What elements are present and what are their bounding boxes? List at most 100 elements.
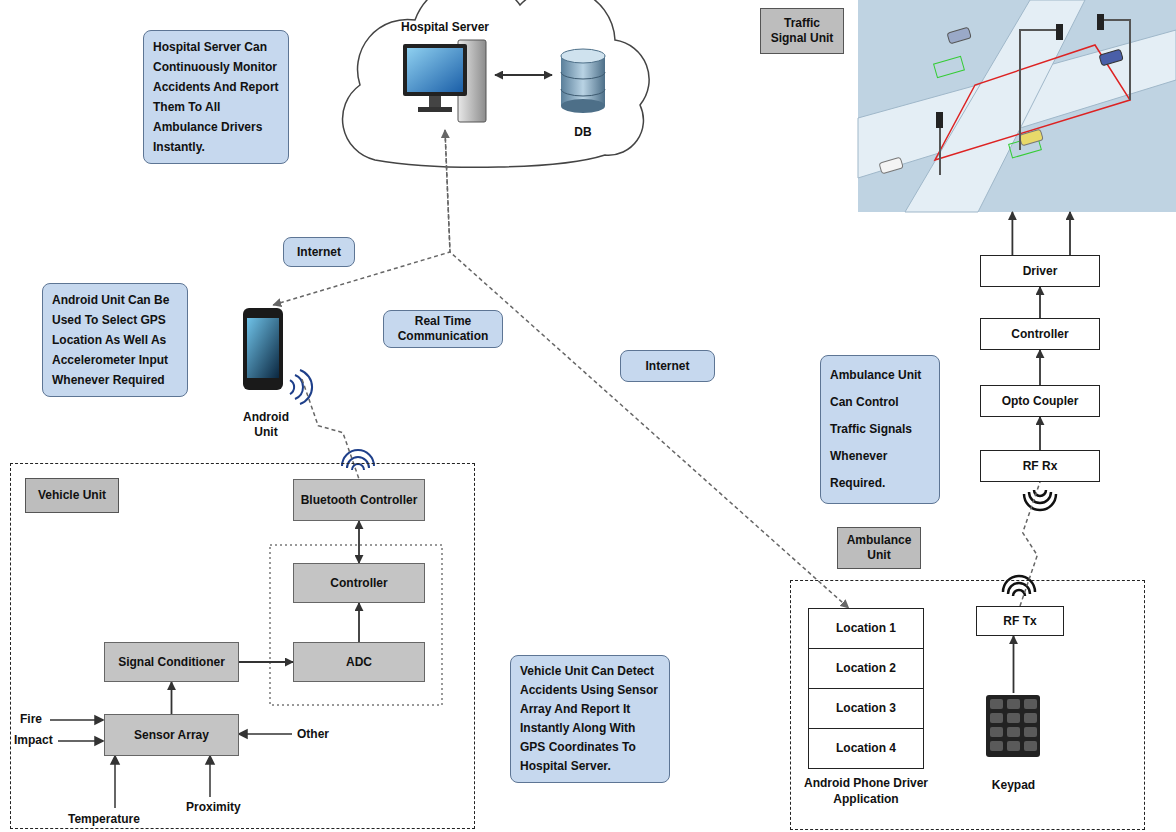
input-arrow	[245, 733, 292, 735]
signal-light	[1056, 24, 1063, 40]
node-text: Signal Conditioner	[118, 655, 225, 670]
process-box: Bluetooth Controller	[293, 479, 425, 521]
list-item: Location 4	[808, 728, 924, 769]
keypad-body	[986, 695, 1040, 757]
input-label: Fire	[20, 712, 42, 726]
process-box: Controller	[293, 563, 425, 603]
process-box: Sensor Array	[104, 714, 239, 756]
node-text: Internet	[645, 359, 689, 374]
arrow-head	[206, 756, 214, 764]
node-text: Opto Coupler	[1002, 394, 1079, 409]
signal-waves	[342, 450, 374, 470]
note-callout: Vehicle Unit Can Detect Accidents Using …	[510, 655, 670, 783]
wireless-link	[302, 379, 359, 479]
inner-dotted-box	[270, 545, 442, 705]
cylinder-bottom	[561, 99, 605, 113]
crosswalk	[934, 56, 965, 77]
connector	[1013, 636, 1015, 693]
keypad-keys	[990, 699, 1041, 755]
connector	[1039, 287, 1041, 318]
input-arrow	[114, 762, 116, 808]
wireless-link	[1020, 482, 1040, 606]
cloud-outline	[343, 0, 650, 167]
connector	[445, 130, 849, 608]
input-label: Temperature	[68, 812, 140, 826]
node-text: Android Unit	[230, 410, 302, 440]
node-text: Driver	[1023, 264, 1058, 279]
node-text: Android Phone Driver Application	[791, 775, 941, 807]
list-item: Location 1	[808, 608, 924, 649]
traffic-scene	[858, 0, 1176, 212]
note-callout: Hospital Server Can Continuously Monitor…	[143, 30, 289, 164]
node-text: RF Tx	[1003, 614, 1036, 629]
node-text: Ambulance Unit Can Control Traffic Signa…	[830, 362, 930, 497]
keypad-icon: Keypad	[981, 693, 1046, 793]
node-text: Controller	[330, 576, 387, 591]
list-item: Location 2	[808, 648, 924, 689]
note-callout: Ambulance Unit Can Control Traffic Signa…	[820, 355, 940, 504]
link-label: Internet	[283, 237, 355, 267]
phone-body	[243, 308, 283, 390]
server-icon: Hospital Server	[395, 20, 495, 130]
monitor	[403, 44, 467, 96]
signal-waves	[1024, 490, 1056, 510]
node-text: Location 2	[836, 661, 896, 676]
node-text: Vehicle Unit	[25, 478, 119, 513]
database-icon: DB	[552, 55, 614, 140]
node-text: Location 1	[836, 621, 896, 636]
arrow-head	[239, 730, 247, 738]
process-box: Driver	[980, 255, 1100, 287]
node-text: Traffic Signal Unit	[760, 8, 844, 54]
connector	[239, 661, 293, 663]
input-label: Other	[297, 727, 329, 741]
cylinder-rings	[561, 72, 605, 96]
scene-ground	[858, 0, 1176, 212]
node-text: Ambulance Unit	[837, 527, 921, 569]
process-box: Controller	[980, 318, 1100, 350]
connector	[1039, 350, 1041, 385]
connector	[495, 74, 552, 76]
link-label: Real Time Communication	[383, 310, 503, 348]
computer-icon	[403, 40, 486, 122]
node-text: Location 3	[836, 701, 896, 716]
sensor-input-arrows	[50, 716, 292, 808]
input-label: Impact	[14, 733, 53, 747]
input-arrow	[50, 719, 97, 721]
database-icon	[561, 49, 605, 113]
node-text: Bluetooth Controller	[301, 493, 418, 508]
node-text: Sensor Array	[134, 728, 209, 743]
node-text: Hospital Server Can Continuously Monitor…	[153, 37, 279, 157]
phone-screen	[247, 318, 279, 378]
screen	[407, 48, 463, 92]
connector	[1039, 417, 1041, 450]
connector	[1012, 212, 1014, 255]
node-text: Real Time Communication	[393, 314, 493, 344]
arrow-head	[111, 756, 119, 764]
node-text: Internet	[297, 245, 341, 260]
input-arrow	[209, 762, 211, 797]
signal-pole	[940, 20, 1130, 175]
connector	[273, 130, 450, 305]
connector	[171, 682, 173, 714]
node-text: ADC	[346, 655, 372, 670]
process-box: RF Rx	[980, 450, 1100, 482]
note-callout: Android Unit Can Be Used To Select GPS L…	[42, 283, 188, 397]
signal-waves	[1003, 576, 1035, 596]
signal-light	[1097, 14, 1104, 30]
road	[905, 0, 1085, 212]
app-list: Android Phone Driver ApplicationLocation…	[808, 608, 924, 769]
keypad-icon	[986, 695, 1041, 757]
car	[1099, 49, 1123, 66]
intersection-zone	[935, 45, 1130, 160]
node-text: DB	[574, 125, 591, 140]
node-text: RF Rx	[1023, 459, 1058, 474]
unit-region: Vehicle Unit Bluetooth ControllerControll…	[10, 463, 475, 829]
list-item: Location 3	[808, 688, 924, 729]
phone-icon: Android Unit	[230, 305, 302, 440]
signal-waves	[290, 370, 312, 404]
signal-light	[936, 112, 943, 128]
node-text: Android Unit Can Be Used To Select GPS L…	[52, 290, 178, 390]
process-box: Signal Conditioner	[104, 642, 239, 682]
process-box: RF Tx	[976, 606, 1064, 636]
node-text: Keypad	[992, 778, 1035, 793]
